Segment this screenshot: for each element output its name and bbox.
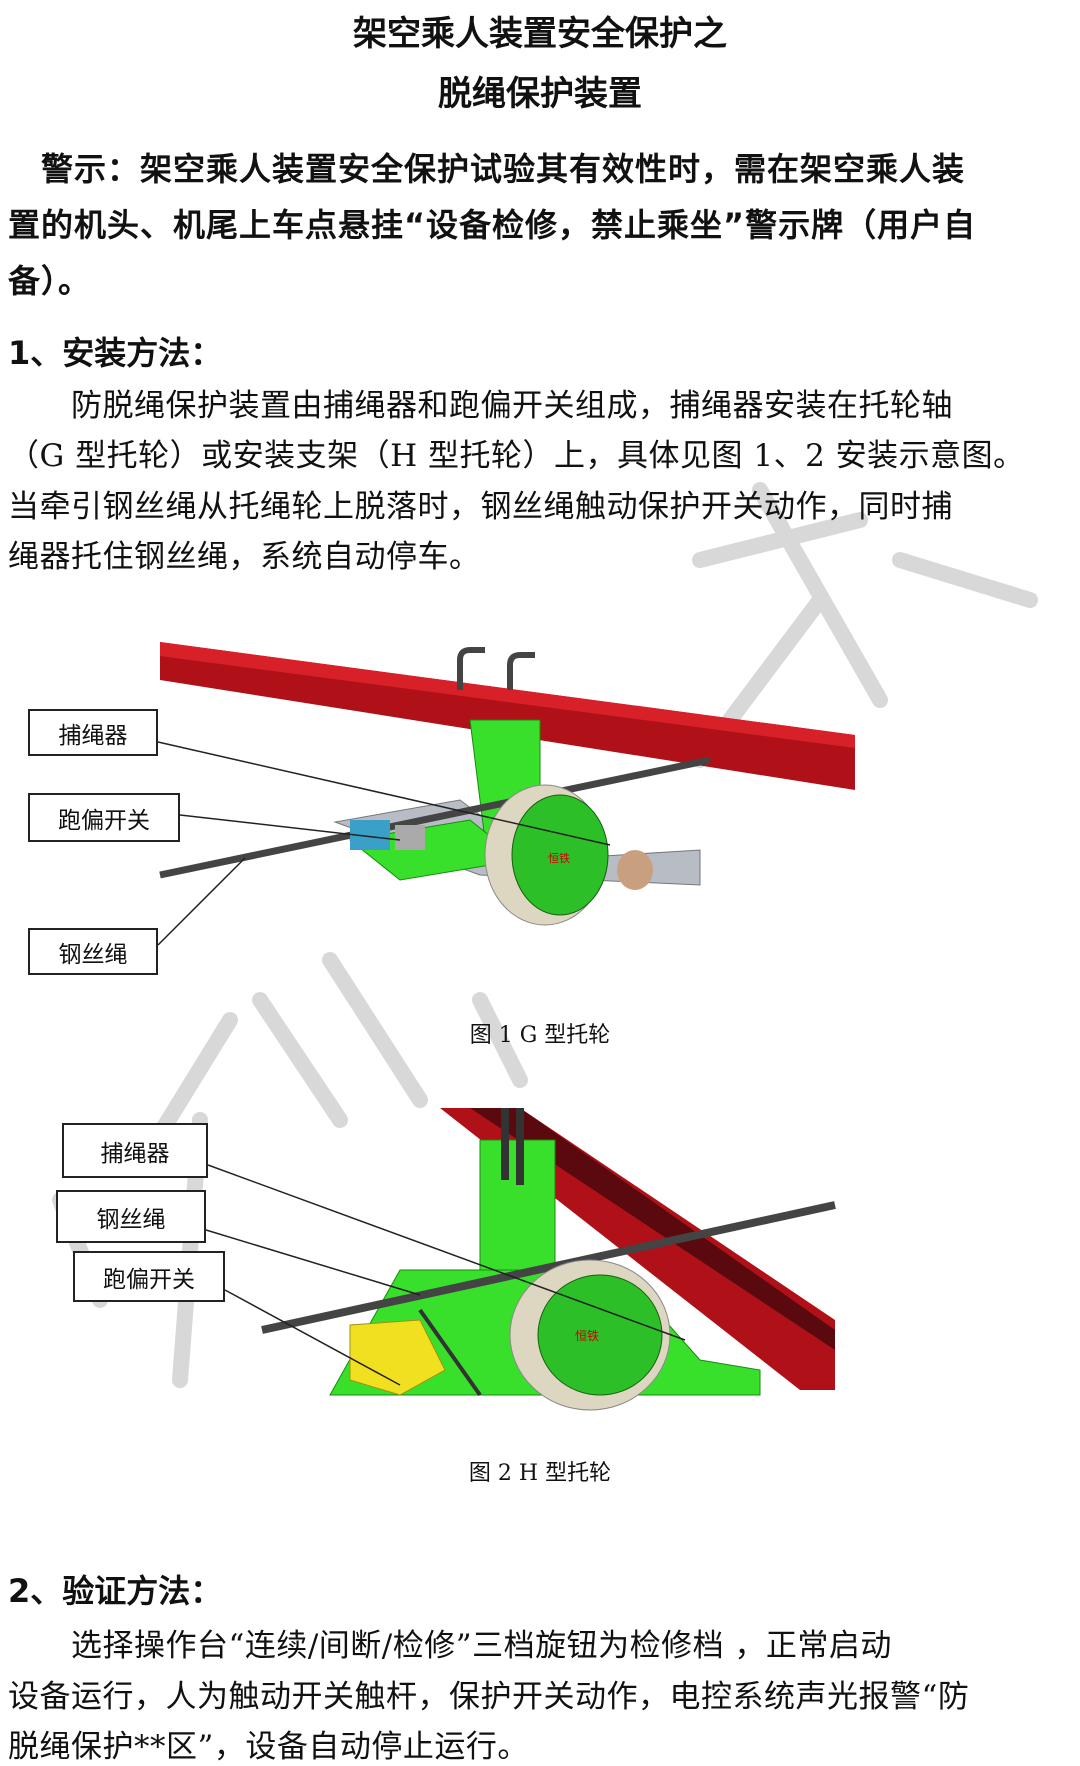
warning-line: 备）。 <box>8 262 92 300</box>
page-title-line2: 脱绳保护装置 <box>438 74 642 114</box>
figure2-label-rope-catcher: 捕绳器 <box>62 1123 208 1178</box>
figure2-label-deviation-switch: 跑偏开关 <box>73 1251 225 1302</box>
figure1-label-wire-rope: 钢丝绳 <box>28 928 158 975</box>
section1-line: 防脱绳保护装置由捕绳器和跑偏开关组成，捕绳器安装在托轮轴 <box>8 388 953 424</box>
wheel-mark: 恒铁 <box>575 1329 599 1343</box>
page-title-line1: 架空乘人装置安全保护之 <box>353 14 727 54</box>
section2-heading: 2、验证方法： <box>8 1572 223 1610</box>
section1-line: 当牵引钢丝绳从托绳轮上脱落时，钢丝绳触动保护开关动作，同时捕 <box>8 489 953 525</box>
figure1-label-rope-catcher: 捕绳器 <box>28 709 158 756</box>
section1-heading: 1、安装方法： <box>8 334 223 372</box>
warning-line: 置的机头、机尾上车点悬挂“设备检修，禁止乘坐”警示牌（用户自 <box>8 206 977 244</box>
section2-line: 设备运行，人为触动开关触杆，保护开关动作，电控系统声光报警“防 <box>8 1679 970 1715</box>
section2-line: 脱绳保护**区”，设备自动停止运行。 <box>8 1729 529 1765</box>
figure2-label-wire-rope: 钢丝绳 <box>56 1190 206 1243</box>
figure1-label-deviation-switch: 跑偏开关 <box>28 793 180 842</box>
section2-line: 选择操作台“连续/间断/检修”三档旋钮为检修档 ，正常启动 <box>8 1628 892 1664</box>
wheel-mark: 恒铁 <box>548 852 570 865</box>
section1-line: 绳器托住钢丝绳，系统自动停车。 <box>8 539 481 575</box>
warning-line: 警示：架空乘人装置安全保护试验其有效性时，需在架空乘人装 <box>8 150 966 188</box>
section1-line: （G 型托轮）或安装支架（H 型托轮）上，具体见图 1、2 安装示意图。 <box>8 438 1025 474</box>
figure1-caption: 图 1 G 型托轮 <box>469 1023 611 1048</box>
figure2-caption: 图 2 H 型托轮 <box>468 1461 612 1486</box>
